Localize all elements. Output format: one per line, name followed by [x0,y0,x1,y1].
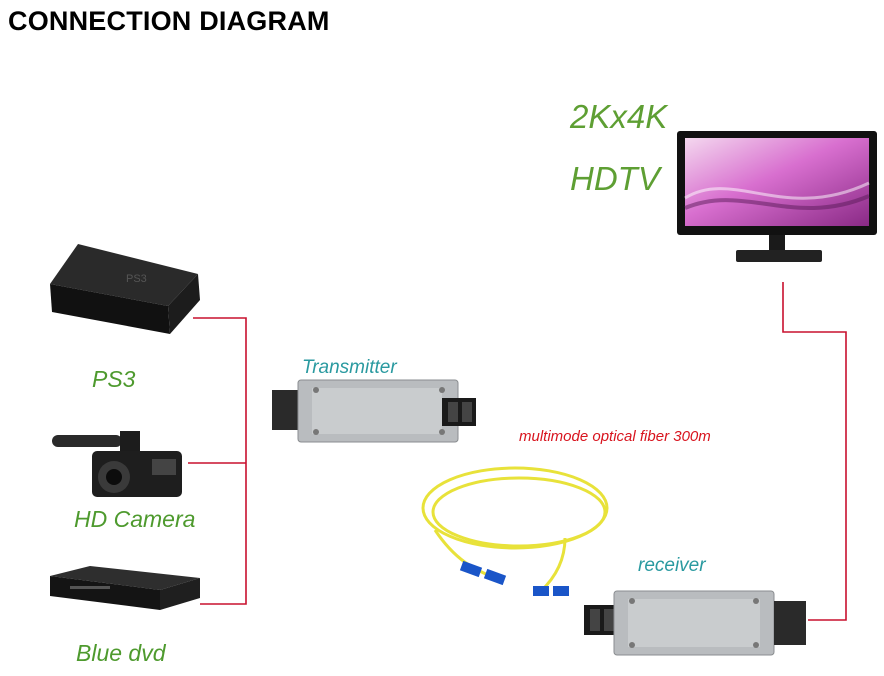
source-label-bluray: Blue dvd [76,640,166,666]
ps3-console-icon: PS3 [50,244,200,334]
hdtv-label: HDTV [570,160,660,197]
optical-fiber-cable-icon [421,466,609,596]
page-title: CONNECTION DIAGRAM [8,6,330,36]
receiver-label: receiver [638,555,706,576]
hd-camera-icon [52,431,182,497]
hdtv-monitor-icon [677,131,877,262]
fiber-label: multimode optical fiber 300m [519,428,711,445]
source-label-ps3: PS3 [92,366,136,392]
hdtv-resolution-label: 2Kx4K [570,98,668,135]
ps3-wire [193,317,247,605]
receiver-module-icon [584,590,806,656]
bluray-player-icon [50,566,200,610]
transmitter-module-icon [272,379,476,443]
hdtv-wire [782,282,847,621]
svg-text:PS3: PS3 [126,273,147,285]
transmitter-label: Transmitter [302,357,397,378]
source-label-camera: HD Camera [74,506,196,532]
